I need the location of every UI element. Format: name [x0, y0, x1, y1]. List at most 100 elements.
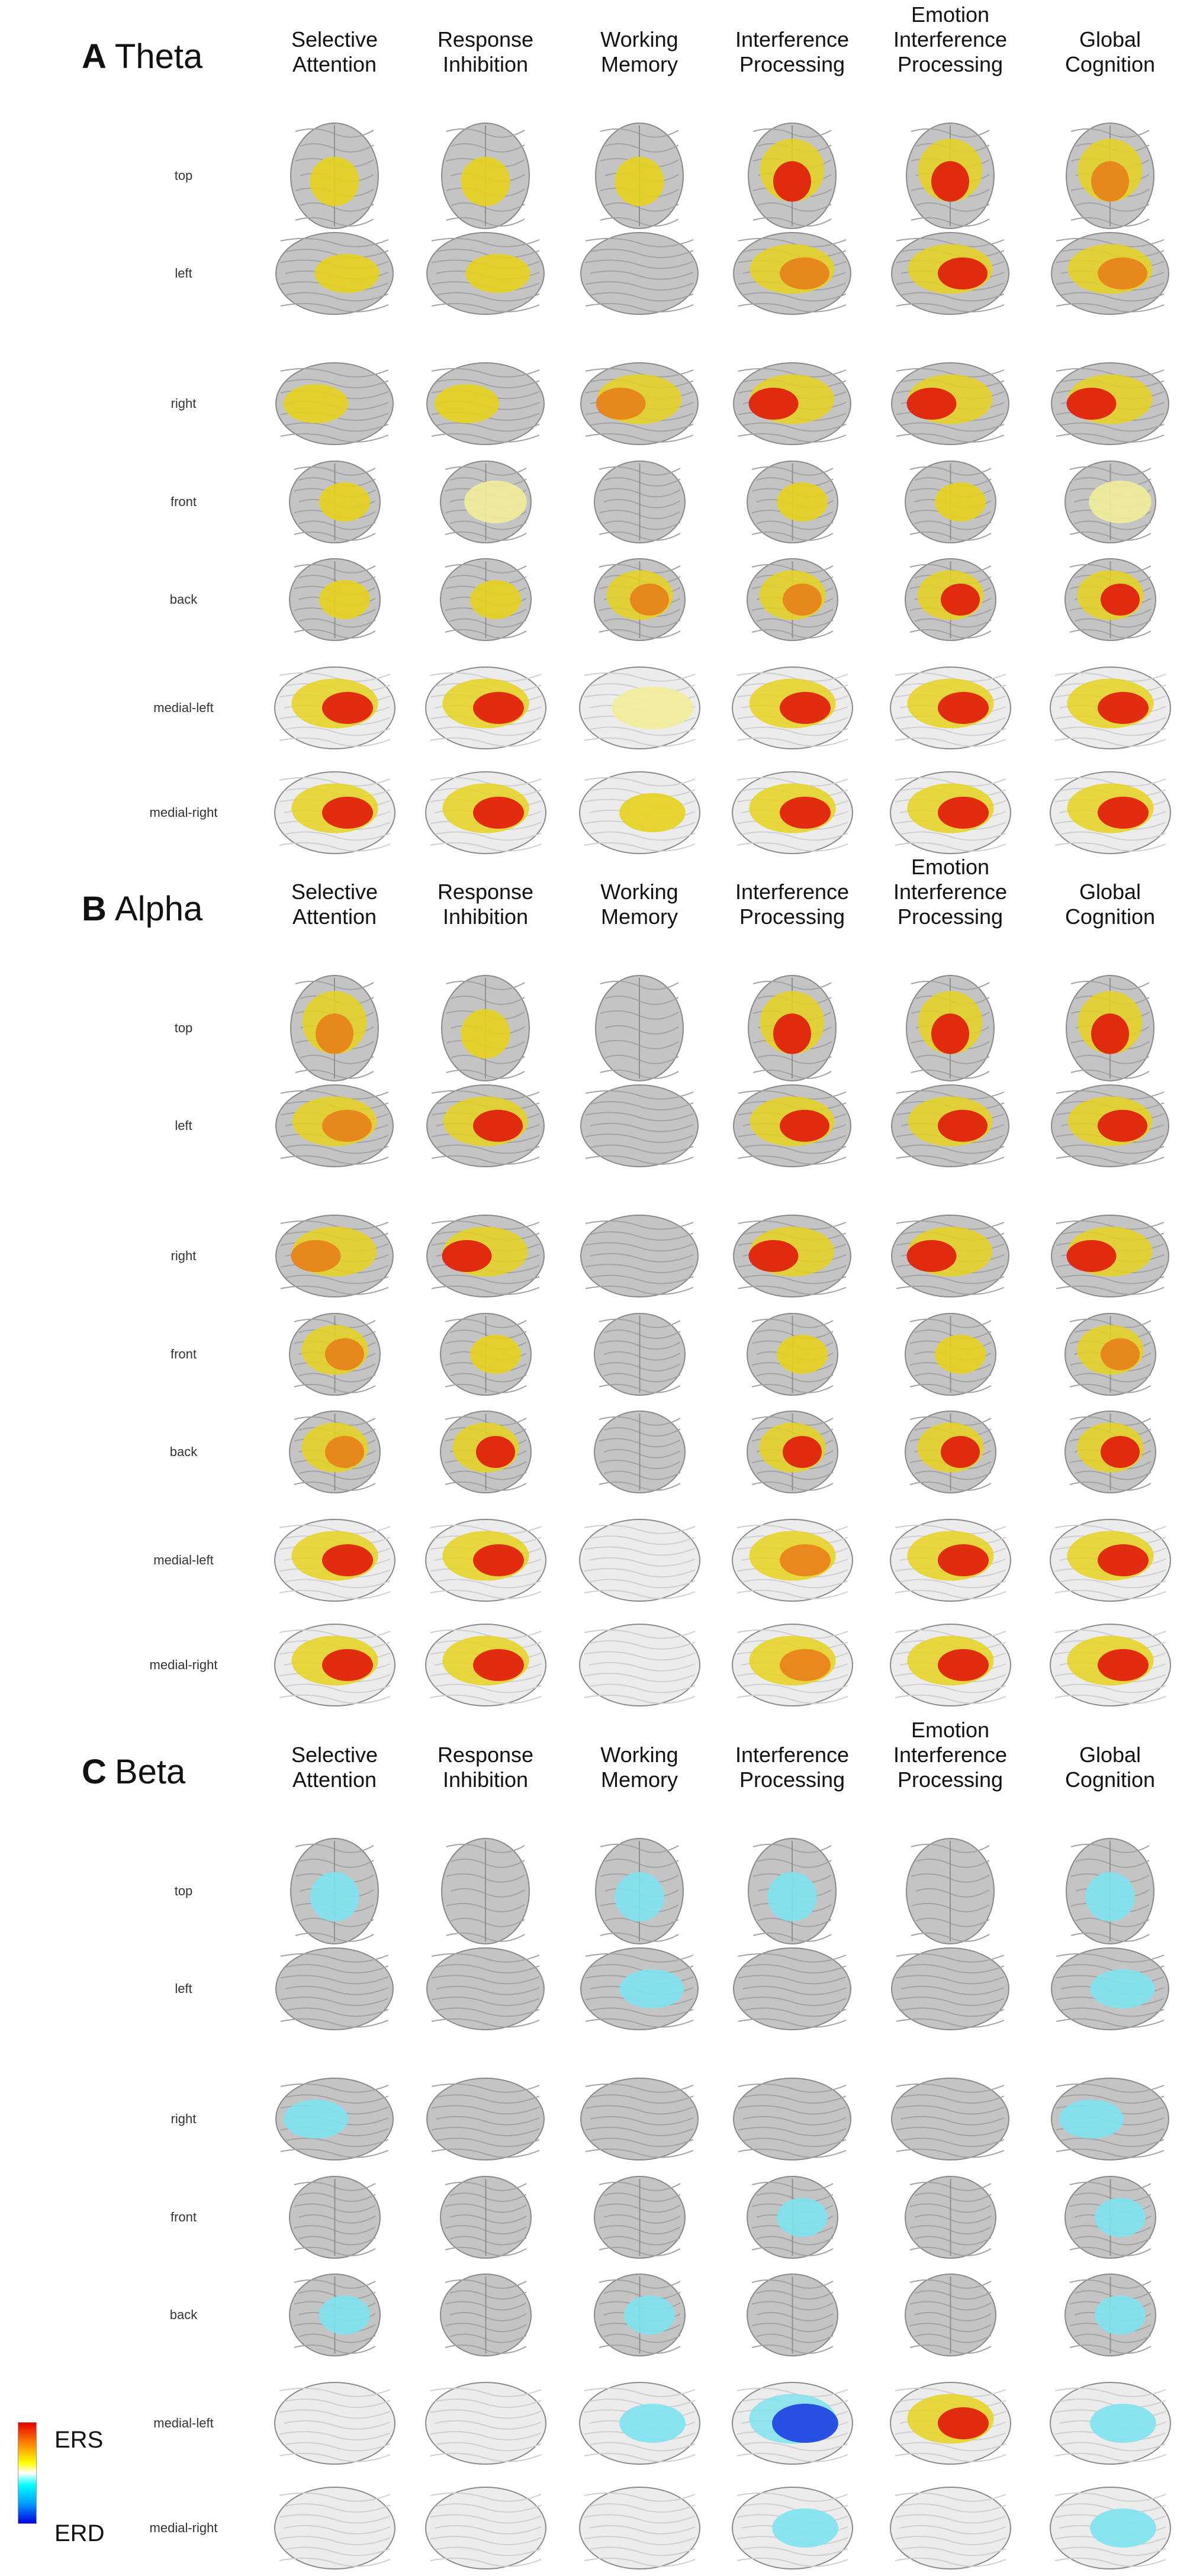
brain-alpha-medial-right-0 [274, 1624, 395, 1706]
sulcus-line [899, 1683, 1006, 1693]
brain-beta-right-1 [426, 2078, 545, 2160]
sulcus-line [900, 2007, 1005, 2017]
sulcus-line [284, 1683, 390, 1693]
brain-theta-back-5 [1064, 558, 1156, 641]
sulcus-line [279, 737, 390, 747]
sulcus-line [279, 1694, 390, 1704]
brain-theta-medial-right-5 [1049, 771, 1171, 854]
brain-alpha-top-3 [748, 975, 837, 1081]
activation-region [771, 2509, 838, 2548]
activation-region [475, 1436, 515, 1468]
sulcus-line [430, 2492, 541, 2502]
sulcus-line [280, 433, 389, 443]
brain-theta-front-5 [1064, 461, 1156, 543]
activation-region [782, 584, 822, 616]
activation-region [779, 1649, 831, 1681]
sulcus-line [1060, 2007, 1165, 2017]
brain-alpha-medial-left-4 [889, 1519, 1011, 1602]
sulcus-line [436, 1274, 540, 1284]
brain-alpha-medial-right-2 [578, 1624, 700, 1706]
brain-theta-right-0 [275, 362, 394, 445]
activation-region [615, 1872, 664, 1922]
brain-theta-medial-right-0 [274, 771, 395, 854]
brain-alpha-medial-right-1 [424, 1624, 546, 1706]
column-header-line [703, 855, 881, 880]
brain-beta-medial-left-0 [274, 2382, 395, 2465]
brain-alpha-right-0 [275, 1215, 394, 1297]
activation-region [779, 692, 831, 724]
sulcus-line [431, 1155, 540, 1165]
activation-region [934, 1335, 986, 1374]
sulcus-line [736, 1629, 848, 1639]
brain-theta-medial-right-3 [731, 771, 853, 854]
column-header-line: Inhibition [442, 52, 529, 76]
sulcus-line [896, 2148, 1005, 2158]
sulcus-line [431, 302, 540, 313]
sulcus-line [1056, 237, 1165, 247]
brain-beta-front-3 [746, 2176, 838, 2259]
sulcus-line [588, 2546, 695, 2556]
sulcus-line [590, 2007, 694, 2017]
brain-theta-medial-right-1 [424, 771, 546, 854]
sulcus-line [588, 1579, 695, 1589]
sulcus-line [899, 1579, 1006, 1589]
sulcus-line [1054, 1524, 1166, 1534]
activation-region [461, 156, 510, 207]
activation-region [1100, 1436, 1140, 1468]
column-header-line: Memory [600, 1767, 678, 1792]
column-header-line: Emotion [911, 1718, 990, 1742]
column-header-line: Interference [735, 27, 850, 51]
brain-alpha-left-5 [1051, 1084, 1169, 1167]
sulcus-line [1054, 1589, 1166, 1599]
activation-region [1085, 1872, 1135, 1922]
brain-outline [424, 2382, 546, 2465]
sulcus-line [1054, 1629, 1166, 1639]
sulcus-line [896, 1997, 1005, 2007]
panel-letter: C [82, 1753, 107, 1791]
panel-band-name: Alpha [114, 890, 203, 928]
column-header-line: Selective [291, 27, 378, 51]
column-header-line [551, 1718, 728, 1743]
sulcus-line [588, 1535, 695, 1545]
activation-region [767, 1872, 817, 1922]
sulcus-line [280, 2083, 389, 2093]
activation-region [319, 2295, 370, 2334]
sulcus-line [284, 2398, 390, 2408]
brain-beta-top-2 [595, 1838, 684, 1944]
sulcus-line [590, 1231, 694, 1241]
sulcus-line [1060, 2094, 1165, 2104]
activation-region [1100, 1338, 1140, 1370]
brain-beta-front-1 [439, 2176, 532, 2259]
brain-alpha-top-1 [441, 975, 530, 1081]
sulcus-line [436, 1144, 540, 1154]
sulcus-line [1054, 2387, 1166, 2397]
column-header-line: Inhibition [442, 904, 529, 929]
column-header-line: Attention [292, 904, 377, 929]
activation-region [771, 2404, 838, 2443]
sulcus-line [280, 237, 389, 247]
activation-region [773, 1013, 811, 1054]
brain-alpha-left-1 [426, 1084, 545, 1167]
sulcus-line [585, 1220, 694, 1230]
sulcus-line [285, 2007, 389, 2017]
brain-outline [426, 1947, 545, 2030]
sulcus-line [588, 1640, 695, 1650]
sulcus-line [431, 2083, 540, 2093]
brain-alpha-back-5 [1064, 1411, 1156, 1493]
sulcus-line [738, 2105, 847, 2115]
sulcus-line [436, 2007, 540, 2017]
sulcus-line [284, 726, 390, 736]
brain-alpha-right-5 [1051, 1215, 1169, 1297]
brain-beta-medial-left-4 [889, 2382, 1011, 2465]
sulcus-line [896, 302, 1005, 313]
sulcus-line [584, 1546, 695, 1556]
column-header-line: Working [600, 880, 678, 904]
row-label-top: top [174, 1020, 193, 1035]
brain-alpha-back-1 [439, 1411, 532, 1493]
sulcus-line [285, 1274, 389, 1284]
sulcus-line [584, 2514, 695, 2524]
brain-beta-top-1 [441, 1838, 530, 1944]
panel-letter: B [82, 890, 107, 928]
